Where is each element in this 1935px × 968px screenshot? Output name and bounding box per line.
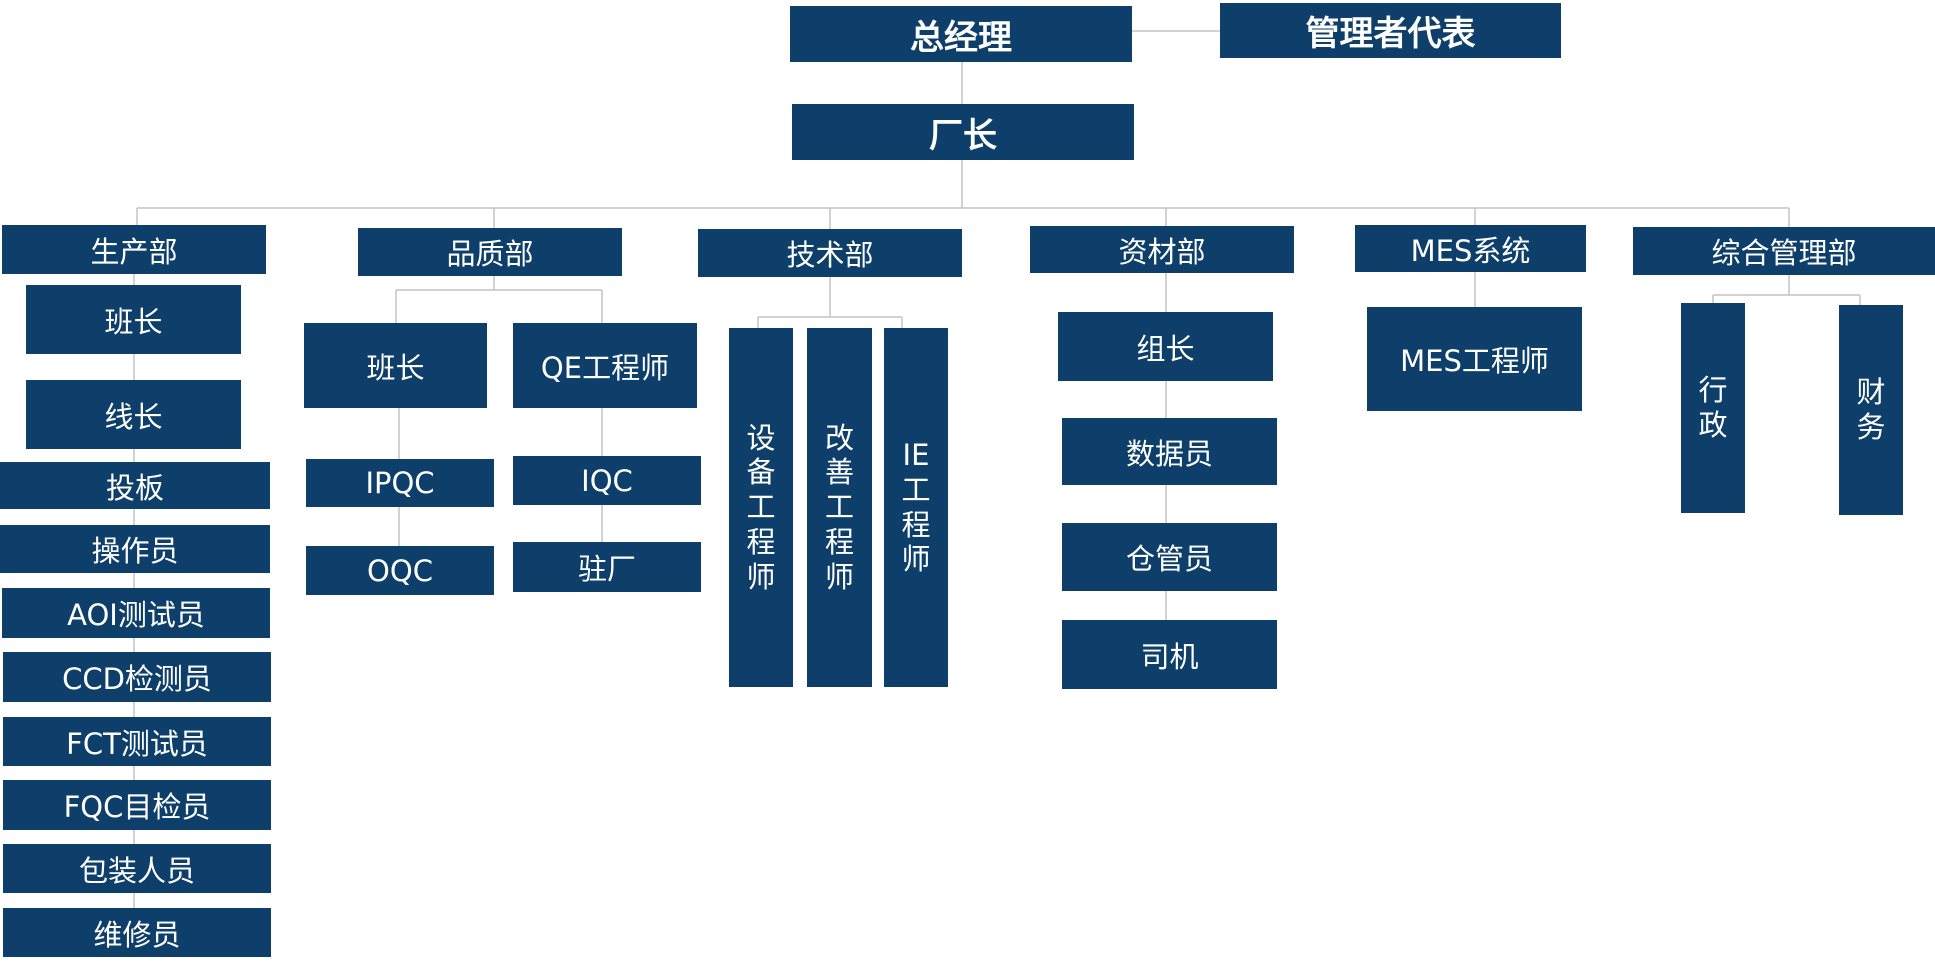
materials-role: 仓管员 [1062,523,1277,591]
technical-role: IE工程师 [884,328,948,687]
admin-role: 行政 [1681,303,1745,513]
materials-role: 司机 [1062,620,1277,689]
production-role: 线长 [26,380,241,449]
dept-mes: MES系统 [1355,225,1586,272]
production-role: 投板 [0,462,270,509]
dept-admin-label: 综合管理部 [1711,236,1857,270]
quality-role: IQC [513,456,701,505]
mes-role-label: MES工程师 [1400,344,1549,378]
technical-role: 设备工程师 [729,328,793,687]
technical-role-label: IE工程师 [901,437,931,577]
management-rep-label: 管理者代表 [1305,14,1476,54]
quality-role-label: OQC [367,553,433,588]
production-role: 班长 [26,285,241,354]
materials-role-label: 仓管员 [1125,542,1213,576]
mes-role: MES工程师 [1367,307,1582,411]
dept-materials-label: 资材部 [1118,234,1206,269]
quality-role-label: 驻厂 [577,552,636,586]
dept-mes-label: MES系统 [1410,233,1531,268]
materials-role-label: 数据员 [1125,436,1213,471]
quality-engineer: QE工程师 [513,323,697,408]
materials-role-label: 司机 [1140,639,1199,674]
technical-role: 改善工程师 [807,328,872,687]
plant-manager-label: 厂长 [929,115,997,156]
production-role: 包装人员 [3,844,271,893]
quality-role: OQC [306,546,494,595]
production-role-label: FCT测试员 [66,726,208,761]
quality-lead: 班长 [304,323,487,408]
production-role: CCD检测员 [3,652,271,702]
production-role: 操作员 [0,525,270,573]
quality-engineer-label: QE工程师 [540,350,670,385]
admin-role: 财务 [1839,305,1903,515]
materials-role: 数据员 [1062,418,1277,485]
plant-manager-box: 厂长 [792,104,1134,160]
dept-technical-label: 技术部 [786,238,874,272]
dept-admin: 综合管理部 [1633,227,1935,275]
production-role-label: 线长 [104,399,163,434]
ceo-box: 总经理 [790,6,1132,62]
technical-role-label: 设备工程师 [746,420,776,594]
production-role-label: 班长 [104,304,163,339]
production-role: FCT测试员 [3,717,271,766]
production-role-label: CCD检测员 [62,662,212,696]
production-role-label: 维修员 [93,917,181,952]
production-role-label: 操作员 [91,534,179,568]
production-role: FQC目检员 [3,780,271,830]
technical-role-label: 改善工程师 [824,420,854,594]
admin-role-label: 财务 [1856,375,1886,444]
dept-production-label: 生产部 [90,234,178,269]
quality-lead-label: 班长 [366,350,425,385]
quality-role-label: IPQC [365,466,435,500]
production-role: AOI测试员 [2,588,270,638]
ceo-label: 总经理 [910,17,1012,58]
production-role-label: 投板 [105,470,164,505]
dept-production: 生产部 [2,225,266,274]
dept-technical: 技术部 [698,229,962,277]
quality-role: IPQC [306,459,494,507]
dept-quality: 品质部 [358,228,622,276]
dept-quality-label: 品质部 [446,237,534,271]
production-role-label: FQC目检员 [63,790,211,824]
production-role-label: AOI测试员 [67,598,205,632]
management-rep-box: 管理者代表 [1220,3,1561,58]
quality-role-label: IQC [581,463,633,498]
production-role-label: 包装人员 [78,853,195,888]
admin-role-label: 行政 [1698,373,1728,442]
materials-role-label: 组长 [1136,331,1195,366]
quality-role: 驻厂 [513,542,701,592]
materials-role: 组长 [1058,312,1273,381]
dept-materials: 资材部 [1030,226,1294,273]
production-role: 维修员 [3,908,271,957]
